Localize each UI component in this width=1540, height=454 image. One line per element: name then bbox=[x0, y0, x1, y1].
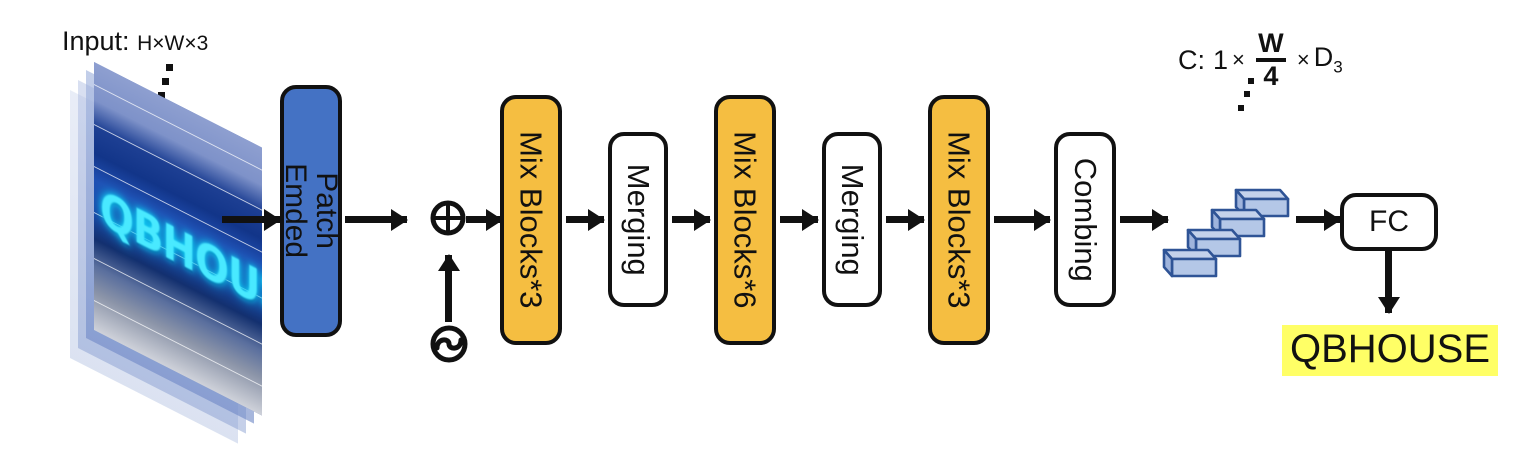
block-fc-label: FC bbox=[1369, 205, 1409, 238]
feature-label-prefix: C: bbox=[1178, 44, 1205, 75]
block-mix-blocks-3[interactable]: Mix Blocks*3 bbox=[928, 95, 990, 345]
block-mix-blocks-2-label: Mix Blocks*6 bbox=[727, 131, 763, 309]
block-mix-blocks-1[interactable]: Mix Blocks*3 bbox=[500, 95, 562, 345]
fraction-bar bbox=[1255, 58, 1286, 62]
arrow-features-to-fc bbox=[1296, 216, 1340, 223]
block-fc[interactable]: FC bbox=[1340, 193, 1438, 251]
arrow-add-to-mix-blocks-1 bbox=[466, 216, 502, 223]
arrow-mix1-to-merging1 bbox=[566, 216, 604, 223]
feature-label-numerator: W bbox=[1258, 28, 1284, 58]
block-merging-2-label: Merging bbox=[834, 163, 870, 276]
block-mix-blocks-2[interactable]: Mix Blocks*6 bbox=[714, 95, 776, 345]
feature-label-fraction: W 4 bbox=[1255, 28, 1286, 91]
arrow-merging2-to-mix3 bbox=[886, 216, 924, 223]
block-merging-1[interactable]: Merging bbox=[608, 132, 668, 307]
arrow-mix2-to-merging2 bbox=[780, 216, 818, 223]
input-image-stack: QBHOUSE bbox=[62, 62, 272, 444]
arrow-input-to-patch-embed bbox=[222, 216, 280, 223]
block-mix-blocks-1-label: Mix Blocks*3 bbox=[513, 131, 549, 309]
feature-label-denominator: 4 bbox=[1263, 61, 1279, 91]
arrow-merging1-to-mix2 bbox=[672, 216, 710, 223]
block-merging-1-label: Merging bbox=[620, 163, 656, 276]
feature-label-times-2: × bbox=[1296, 47, 1310, 72]
block-combing-label: Combing bbox=[1067, 157, 1103, 282]
arrow-patch-embed-to-add bbox=[345, 216, 407, 223]
feature-label-times-1: × bbox=[1232, 47, 1245, 72]
positional-encoding-icon bbox=[427, 322, 471, 371]
block-mix-blocks-3-label: Mix Blocks*3 bbox=[941, 131, 977, 309]
input-label: Input: H×W×3 bbox=[62, 26, 208, 57]
block-patch-embed[interactable]: Patch Emded bbox=[280, 85, 344, 337]
arrow-mix3-to-combing bbox=[994, 216, 1050, 223]
arrow-combing-to-features bbox=[1120, 216, 1168, 223]
arrow-fc-to-output bbox=[1385, 251, 1392, 313]
feature-dimension-label: C: 1 × W 4 × D3 bbox=[1178, 30, 1343, 90]
input-photo-text: QBHOUSE bbox=[100, 180, 262, 345]
input-label-prefix: Input: bbox=[62, 26, 130, 56]
feature-label-depth: D3 bbox=[1313, 42, 1343, 77]
block-merging-2[interactable]: Merging bbox=[822, 132, 882, 307]
output-text: QBHOUSE bbox=[1282, 325, 1499, 376]
block-combing[interactable]: Combing bbox=[1054, 132, 1116, 307]
block-patch-embed-label: Patch Emded bbox=[280, 163, 344, 259]
arrow-positional-encoding-to-add bbox=[445, 255, 452, 322]
feature-label-depth-subscript: 3 bbox=[1333, 57, 1343, 77]
add-icon bbox=[428, 198, 468, 243]
input-label-dims: H×W×3 bbox=[137, 32, 209, 55]
feature-map-boxes bbox=[1162, 186, 1290, 291]
feature-label-first: 1 bbox=[1213, 44, 1229, 75]
